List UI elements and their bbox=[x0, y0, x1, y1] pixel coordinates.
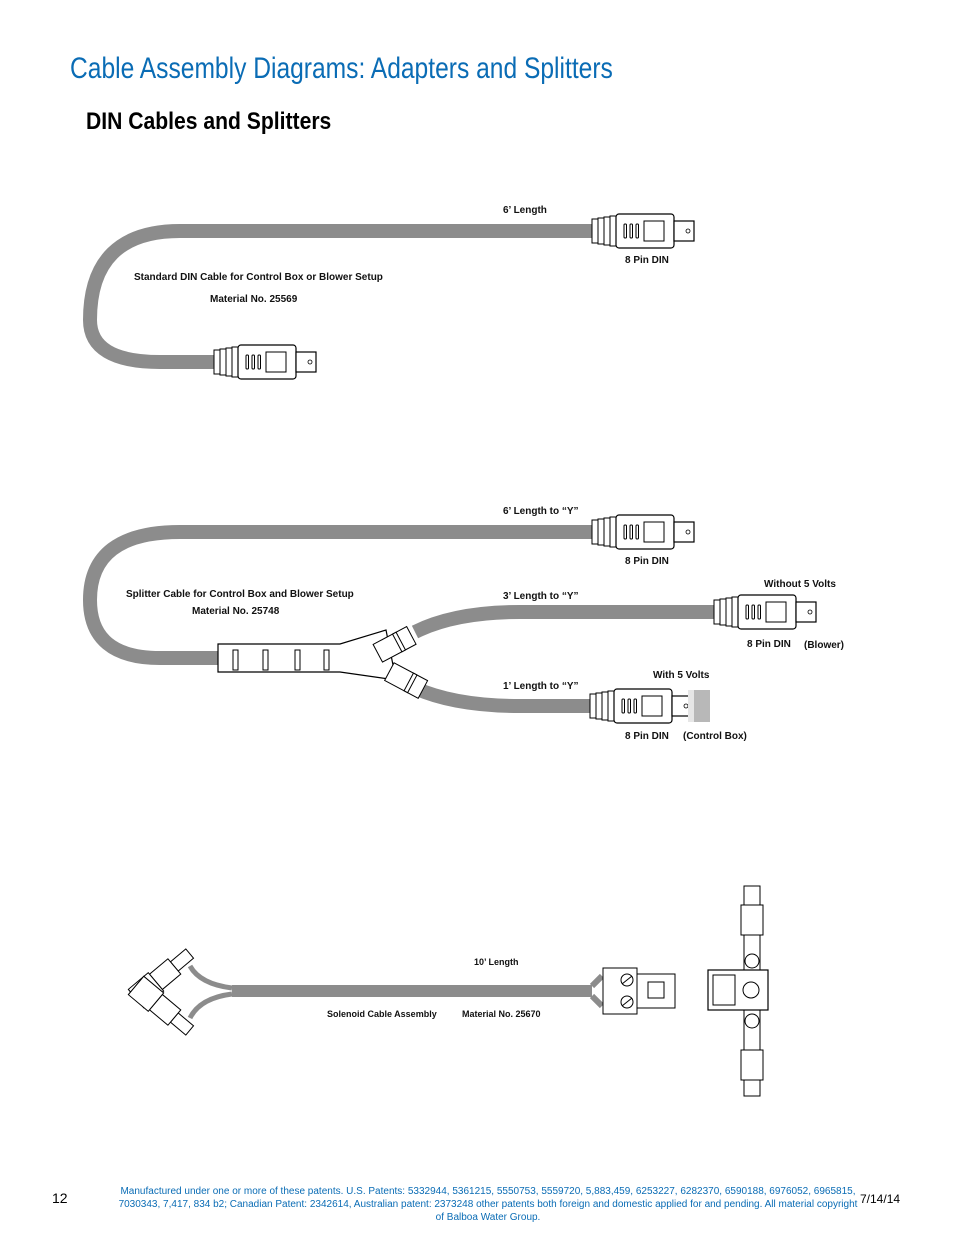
length-label: 10’ Length bbox=[474, 957, 519, 967]
length-label: 1’ Length to “Y” bbox=[503, 681, 579, 692]
material-number: Material No. 25748 bbox=[192, 606, 280, 617]
page-title: Cable Assembly Diagrams: Adapters and Sp… bbox=[70, 52, 613, 85]
cable-2-blower bbox=[411, 605, 716, 639]
voltage-note: Without 5 Volts bbox=[764, 579, 836, 590]
blower-label: (Blower) bbox=[804, 640, 844, 651]
control-box-label: (Control Box) bbox=[683, 731, 747, 742]
cable-description: Splitter Cable for Control Box and Blowe… bbox=[126, 589, 354, 600]
patent-notice: Manufactured under one or more of these … bbox=[118, 1186, 858, 1223]
cable-description: Solenoid Cable Assembly bbox=[327, 1009, 437, 1019]
length-label: 3’ Length to “Y” bbox=[503, 591, 579, 602]
material-number: Material No. 25569 bbox=[210, 294, 298, 305]
voltage-note: With 5 Volts bbox=[653, 670, 710, 681]
din-plug-bottom-1 bbox=[213, 344, 317, 380]
material-number: Material No. 25670 bbox=[462, 1009, 541, 1019]
length-label: 6’ Length bbox=[503, 205, 547, 216]
solenoid-cable bbox=[127, 885, 769, 1097]
y-splitter bbox=[217, 625, 429, 699]
length-label: 6’ Length to “Y” bbox=[503, 506, 579, 517]
din-plug-blower bbox=[713, 594, 817, 630]
cable-2-main bbox=[82, 525, 592, 665]
din-plug-top-1 bbox=[591, 213, 695, 249]
revision-date: 7/14/14 bbox=[860, 1192, 901, 1206]
din-plug-top-2 bbox=[591, 514, 695, 550]
connector-label: 8 Pin DIN bbox=[625, 255, 669, 266]
din-plug-control-box bbox=[589, 688, 710, 724]
connector-label: 8 Pin DIN bbox=[625, 556, 669, 567]
connector-label: 8 Pin DIN bbox=[747, 639, 791, 650]
cable-2-control-box bbox=[412, 681, 592, 713]
connector-label: 8 Pin DIN bbox=[625, 731, 669, 742]
page-number: 12 bbox=[52, 1190, 68, 1206]
cable-1 bbox=[82, 224, 592, 369]
section-heading: DIN Cables and Splitters bbox=[86, 108, 332, 135]
cable-description: Standard DIN Cable for Control Box or Bl… bbox=[134, 272, 383, 283]
